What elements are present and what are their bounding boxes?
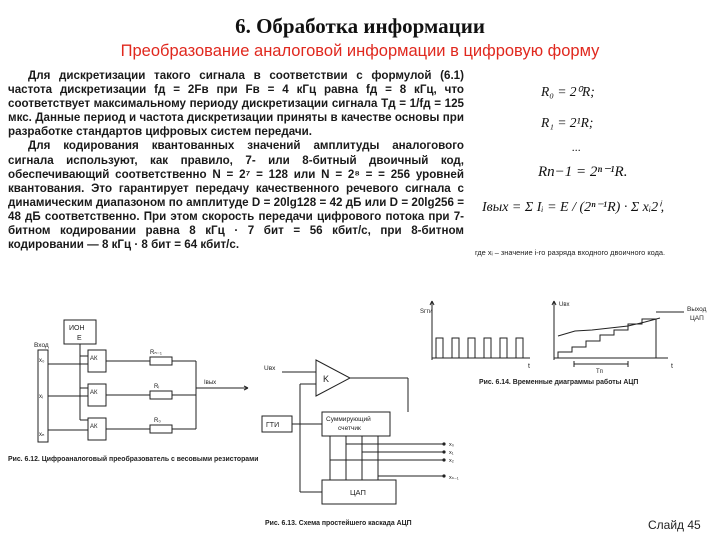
counter-box xyxy=(321,411,391,437)
r0-label: Rₙ₋₁ xyxy=(150,350,162,356)
formula-iout: Iвых = Σ Iᵢ = E / (2ⁿ⁻¹R) · Σ xᵢ2ⁱ, xyxy=(482,200,665,215)
paragraph-1: Для дискретизации такого сигнала в соотв… xyxy=(8,69,464,139)
slide-title: 6. Обработка информации xyxy=(235,14,485,38)
dac-staircase xyxy=(557,318,657,358)
aki-label: АК xyxy=(90,390,98,396)
tp-label: Tп xyxy=(596,369,603,375)
t2-label: t xyxy=(671,363,673,370)
dac-box xyxy=(321,479,397,505)
slide-number: Слайд 45 xyxy=(648,518,701,532)
input-signal xyxy=(557,317,661,337)
uin-label: Uвх xyxy=(264,365,276,372)
xn1-out-label: xₙ₋₁ xyxy=(449,475,459,481)
iout-label: Iвых xyxy=(204,380,216,386)
counter-label-2: счетчик xyxy=(338,425,361,432)
formula-r1: R₁ = 2¹R; xyxy=(541,115,594,130)
caption-6-14: Рис. 6.14. Временные диаграммы работы АЦ… xyxy=(479,379,639,386)
ion-e-label: Е xyxy=(77,335,82,342)
uin-graph-label: Uвх xyxy=(559,302,570,308)
k-label: K xyxy=(323,374,329,384)
formula-rn: Rn−1 = 2ⁿ⁻¹R. xyxy=(538,164,628,180)
out-label-2: ЦАП xyxy=(690,315,704,322)
xn-label: xₙ xyxy=(39,432,45,438)
formula-note: где xᵢ – значение i-го разряда входного … xyxy=(475,248,666,257)
formula-dots: ... xyxy=(572,140,581,154)
x0-label: x₀ xyxy=(39,358,45,364)
sgti-label: Sгти xyxy=(420,309,432,315)
ion-label: ИОН xyxy=(69,325,85,332)
caption-6-12: Рис. 6.12. Цифроаналоговый преобразовате… xyxy=(8,456,259,463)
ri-label: Rᵢ xyxy=(154,384,159,390)
body-text: Для дискретизации такого сигнала в соотв… xyxy=(8,69,464,252)
caption-6-13: Рис. 6.13. Схема простейшего каскада АЦП xyxy=(265,520,412,527)
pulse-train xyxy=(435,337,524,359)
slide-subtitle: Преобразование аналоговой информации в ц… xyxy=(120,42,600,60)
gti-label: ГТИ xyxy=(266,422,279,429)
akn-label: АК xyxy=(90,424,98,430)
out-label-1: Выход xyxy=(687,306,707,313)
x0-out-label: x₀ xyxy=(449,442,454,448)
x1-out-label: x₁ xyxy=(449,450,454,456)
counter-label-1: Суммирующий xyxy=(326,415,371,423)
x2-out-label: x₂ xyxy=(449,458,454,464)
formula-r0: R₀ = 2⁰R; xyxy=(541,84,595,99)
t1-label: t xyxy=(528,363,530,370)
dac-label: ЦАП xyxy=(350,488,366,497)
comparator xyxy=(315,359,352,397)
input-label: Вход xyxy=(34,342,49,349)
rn-label: R₀ xyxy=(154,418,161,424)
ak0-label: АК xyxy=(90,356,98,362)
paragraph-2: Для кодирования квантованных значений ам… xyxy=(8,139,464,252)
xi-label: xᵢ xyxy=(39,394,43,400)
